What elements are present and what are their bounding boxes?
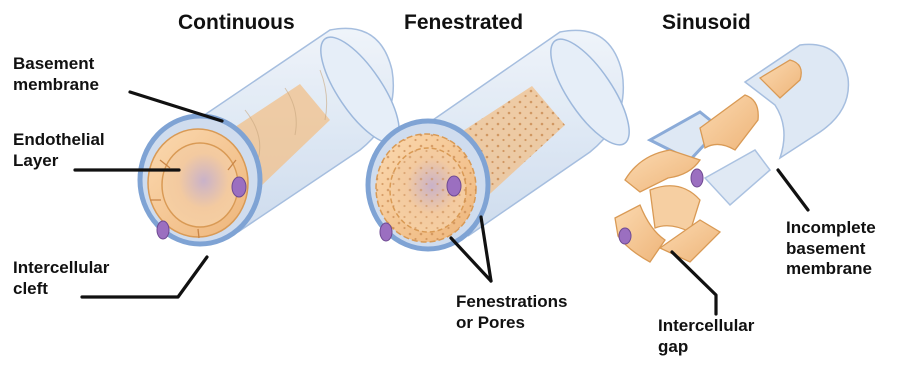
label-incomplete-basement-membrane: Incomplete basement membrane <box>786 218 876 280</box>
label-fenestrations-line1: Fenestrations <box>456 292 567 313</box>
fenestrated-capillary <box>368 28 643 249</box>
label-basement-membrane: Basement membrane <box>13 54 99 95</box>
continuous-lumen <box>162 143 238 227</box>
label-incomplete-bm-line2: basement <box>786 239 876 260</box>
label-intercellular-gap: Intercellular gap <box>658 316 754 357</box>
leader-basement-membrane <box>130 92 222 121</box>
sinusoid-nucleus-1 <box>691 169 703 187</box>
label-endothelial-line2: Layer <box>13 151 105 172</box>
label-intercellular-cleft-line2: cleft <box>13 279 109 300</box>
title-fenestrated: Fenestrated <box>404 10 523 36</box>
sinusoid-nucleus-2 <box>619 228 631 244</box>
title-sinusoid: Sinusoid <box>662 10 751 36</box>
fenestrated-nucleus-2 <box>380 223 392 241</box>
sinusoid-endothelial-fragment-4 <box>700 95 758 150</box>
label-incomplete-bm-line1: Incomplete <box>786 218 876 239</box>
label-intercellular-gap-line1: Intercellular <box>658 316 754 337</box>
leader-intercellular-gap <box>672 252 716 314</box>
label-endothelial-layer: Endothelial Layer <box>13 130 105 171</box>
continuous-nucleus-1 <box>232 177 246 197</box>
sinusoid-endothelial-fragment-1 <box>625 150 700 192</box>
label-basement-membrane-line1: Basement <box>13 54 99 75</box>
label-intercellular-cleft-line1: Intercellular <box>13 258 109 279</box>
label-intercellular-cleft: Intercellular cleft <box>13 258 109 299</box>
sinusoid-membrane-fragment-3 <box>705 150 770 205</box>
label-basement-membrane-line2: membrane <box>13 75 99 96</box>
label-fenestrations-or-pores: Fenestrations or Pores <box>456 292 567 333</box>
sinusoid-membrane-fragment-1 <box>745 44 848 158</box>
label-incomplete-bm-line3: membrane <box>786 259 876 280</box>
label-fenestrations-line2: or Pores <box>456 313 567 334</box>
label-intercellular-gap-line2: gap <box>658 337 754 358</box>
label-endothelial-line1: Endothelial <box>13 130 105 151</box>
title-continuous: Continuous <box>178 10 295 36</box>
leader-incomplete-membrane <box>778 170 808 210</box>
continuous-nucleus-2 <box>157 221 169 239</box>
fenestrated-nucleus-1 <box>447 176 461 196</box>
